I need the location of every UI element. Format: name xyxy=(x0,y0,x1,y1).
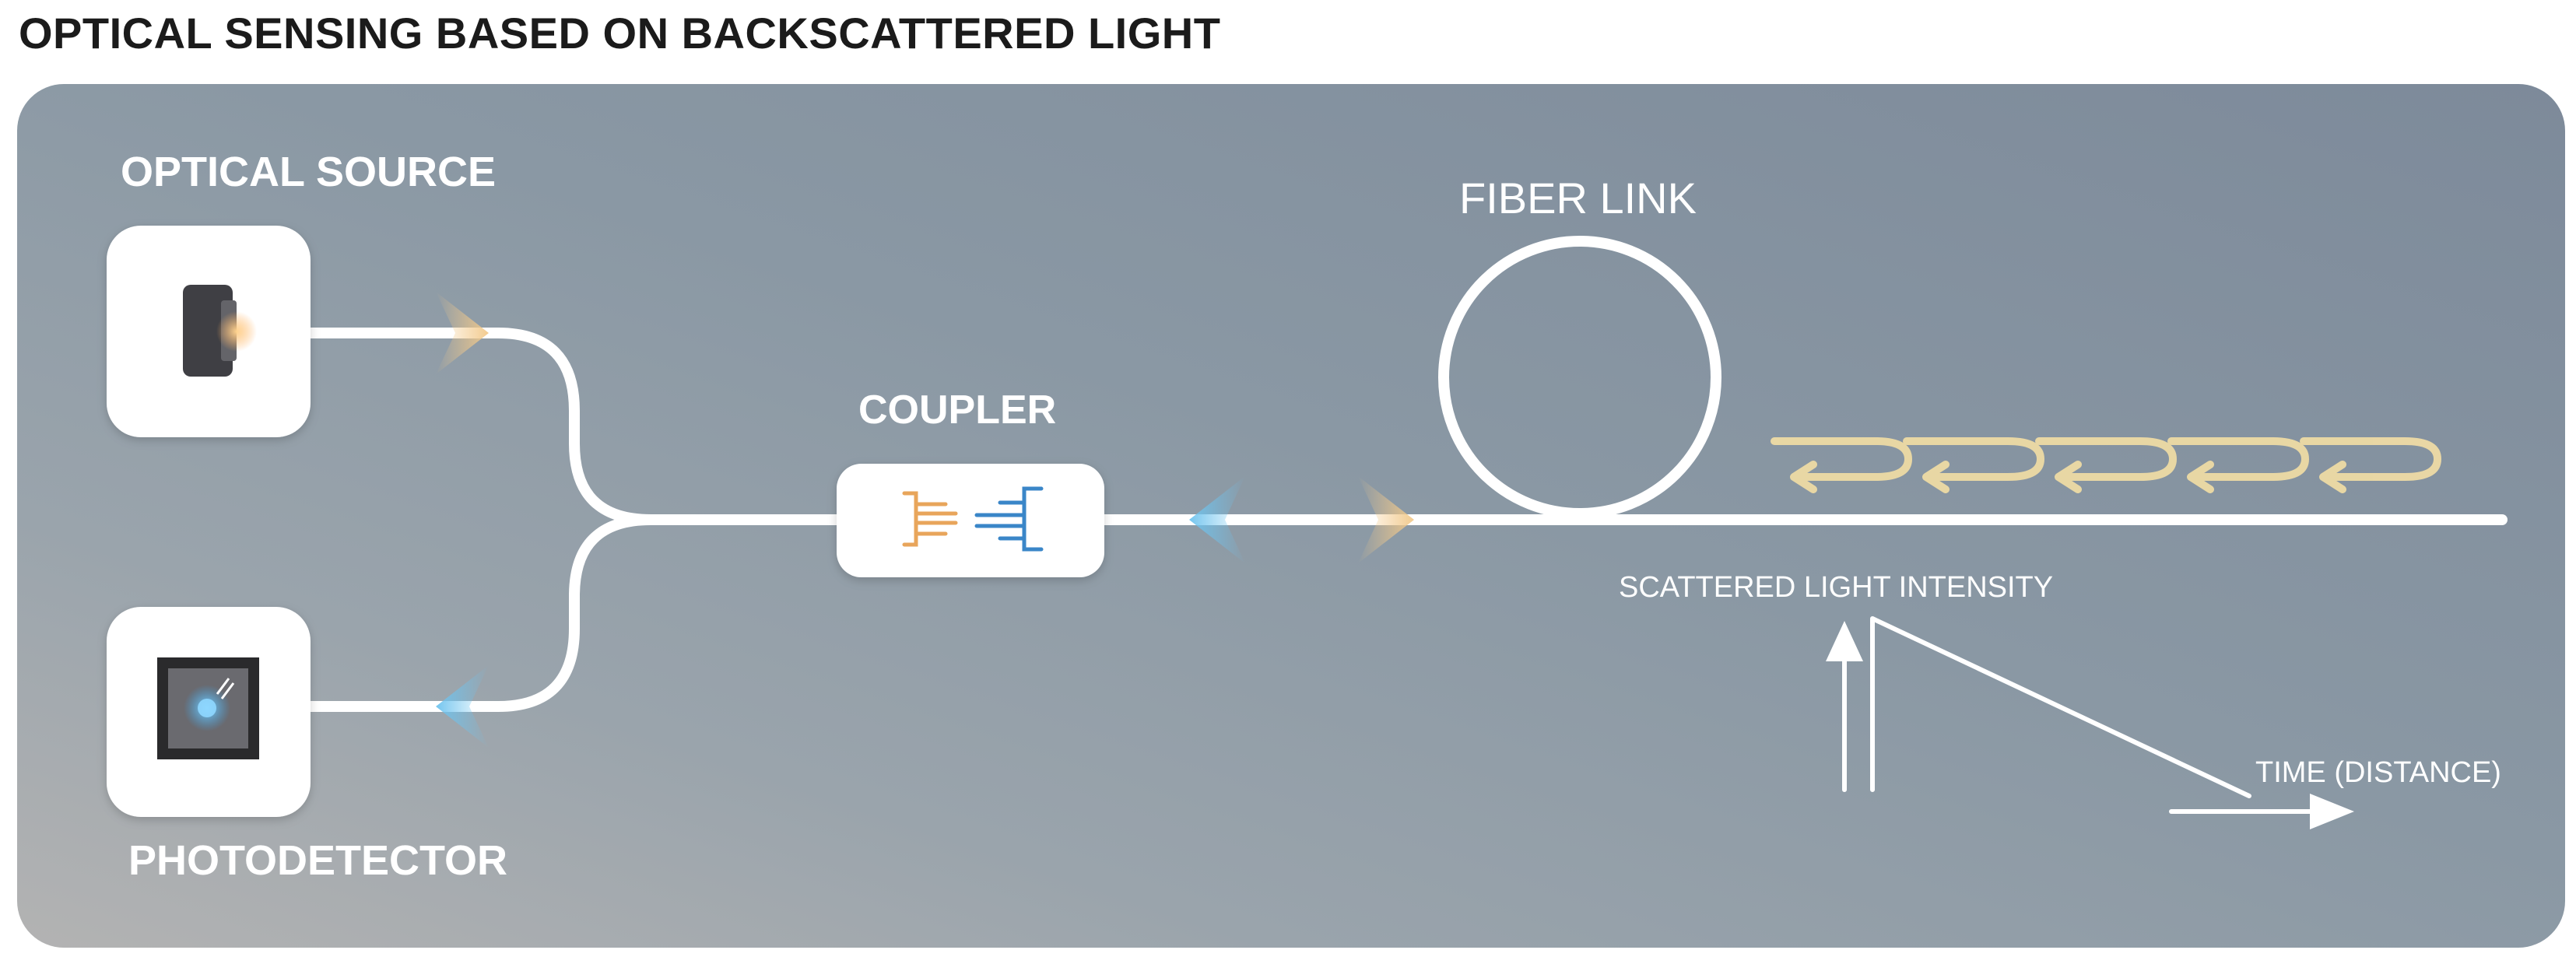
backscatter-trace-graph xyxy=(1826,616,2354,829)
optical-source-box xyxy=(107,226,311,437)
fiber-paths xyxy=(302,328,2508,712)
forward-pulse-source xyxy=(436,292,489,374)
coupler-label: COUPLER xyxy=(858,387,1057,433)
coupler-box xyxy=(837,464,1104,577)
photodetector-label: PHOTODETECTOR xyxy=(128,837,508,884)
time-axis-arrowhead xyxy=(2310,794,2354,829)
backscatter-pulse-detector xyxy=(436,665,489,748)
detector-fiber xyxy=(302,514,656,712)
fiber-link-label: FIBER LINK xyxy=(1459,174,1697,223)
return-arrow-2 xyxy=(1903,437,2044,493)
page-title: OPTICAL SENSING BASED ON BACKSCATTERED L… xyxy=(19,9,1221,58)
optical-source-label: OPTICAL SOURCE xyxy=(121,149,497,195)
return-arrow-4 xyxy=(2167,437,2309,493)
coupler-icon xyxy=(902,486,1044,552)
photodetector-box xyxy=(107,607,311,817)
fiber-link-loop xyxy=(1438,236,1721,519)
backscatter-arrows xyxy=(1771,437,2441,493)
light-pulses xyxy=(436,292,1414,748)
return-arrow-1 xyxy=(1771,437,1912,493)
return-arrow-3 xyxy=(2035,437,2177,493)
intensity-axis-label: SCATTERED LIGHT INTENSITY xyxy=(1619,571,2054,604)
backscatter-decay-trace xyxy=(1870,616,2251,798)
time-axis-label: TIME (DISTANCE) xyxy=(2255,756,2501,789)
forward-pulse-fiber xyxy=(1358,476,1414,563)
return-arrow-5 xyxy=(2300,437,2441,493)
laser-chip-icon xyxy=(183,285,233,377)
backscatter-pulse-fiber xyxy=(1189,476,1245,563)
intensity-axis-arrowhead xyxy=(1826,621,1863,661)
source-fiber xyxy=(302,328,844,525)
